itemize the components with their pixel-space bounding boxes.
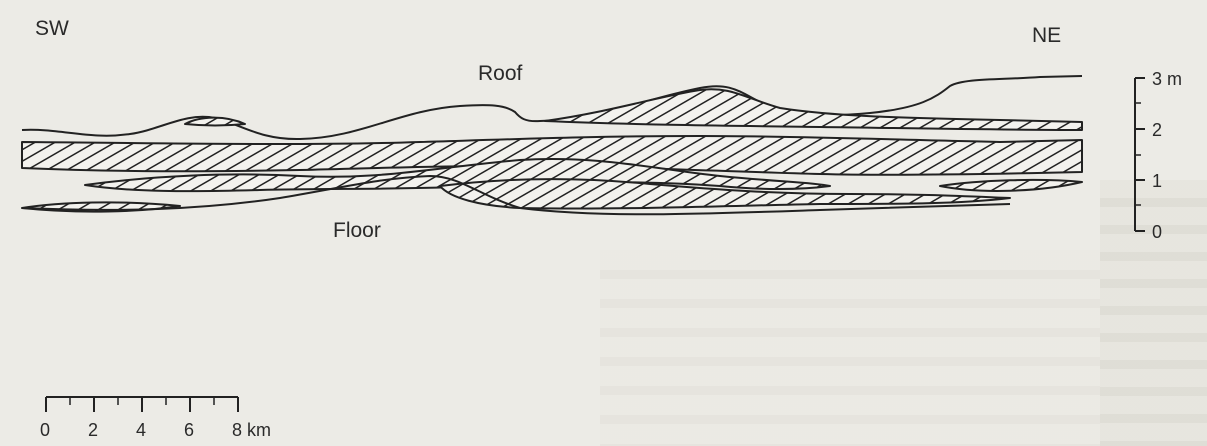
label-floor: Floor xyxy=(333,219,381,242)
seam-lens-right xyxy=(940,180,1082,191)
hscale-tick-6: 6 xyxy=(184,420,194,440)
hscale-tick-2: 2 xyxy=(88,420,98,440)
seam-lens-upper-left xyxy=(185,118,245,126)
vscale-tick-3: 3 m xyxy=(1152,69,1182,89)
label-sw: SW xyxy=(35,17,69,40)
seam-lens-upper-right xyxy=(545,89,1082,130)
roof-line xyxy=(22,76,1082,139)
horizontal-scale-bar: 0 2 4 6 8 km xyxy=(40,397,271,440)
hscale-tick-0: 0 xyxy=(40,420,50,440)
vscale-tick-1: 1 xyxy=(1152,171,1162,191)
vertical-scale-bar: 3 m 2 1 0 xyxy=(1135,69,1182,242)
vscale-tick-0: 0 xyxy=(1152,222,1162,242)
label-roof: Roof xyxy=(478,62,523,85)
hscale-tick-4: 4 xyxy=(136,420,146,440)
hscale-tick-8: 8 km xyxy=(232,420,271,440)
vscale-tick-2: 2 xyxy=(1152,120,1162,140)
label-ne: NE xyxy=(1032,24,1061,47)
